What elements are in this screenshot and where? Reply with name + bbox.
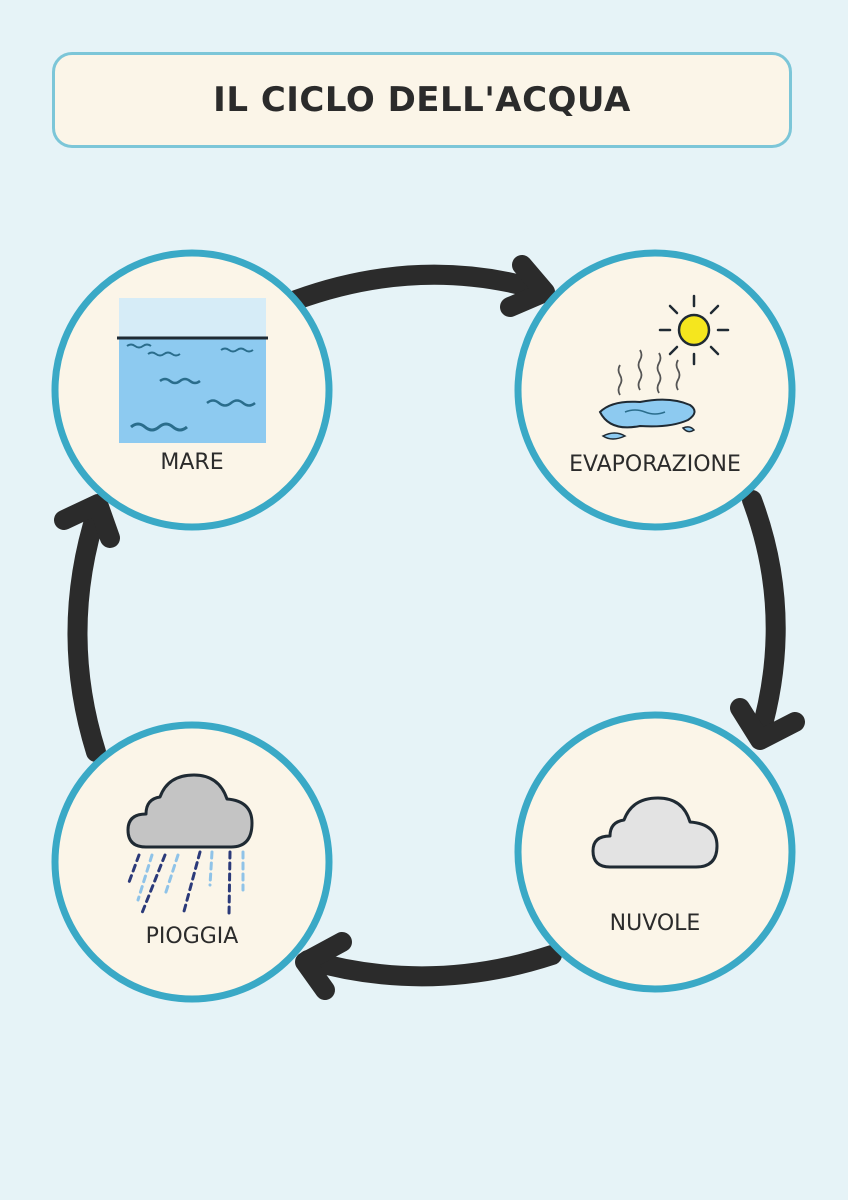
arrow-pioggia-to-mare: [54, 494, 120, 762]
rain-cloud-icon: [126, 773, 254, 849]
title-box: IL CICLO DELL'ACQUA: [52, 52, 792, 148]
node-evaporazione: EVAPORAZIONE: [514, 249, 796, 531]
node-mare: MARE: [51, 249, 333, 531]
node-label-nuvole: NUVOLE: [610, 911, 701, 936]
sun-icon: [658, 294, 730, 366]
arrow-evaporazione-to-nuvole: [730, 490, 805, 750]
node-label-mare: MARE: [160, 450, 223, 475]
cloud-icon: [591, 796, 719, 869]
sea-icon: [117, 298, 268, 443]
node-pioggia: PIOGGIA: [51, 721, 333, 1003]
page-title: IL CICLO DELL'ACQUA: [213, 80, 631, 120]
steam-icon: [617, 349, 681, 396]
puddle-icon: [598, 398, 696, 440]
node-label-pioggia: PIOGGIA: [146, 924, 239, 949]
rain-drops-icon: [126, 850, 245, 917]
node-nuvole: NUVOLE: [514, 711, 796, 993]
node-label-evaporazione: EVAPORAZIONE: [569, 452, 741, 477]
arrow-nuvole-to-pioggia: [295, 932, 562, 1000]
arrow-mare-to-evaporazione: [286, 255, 555, 317]
